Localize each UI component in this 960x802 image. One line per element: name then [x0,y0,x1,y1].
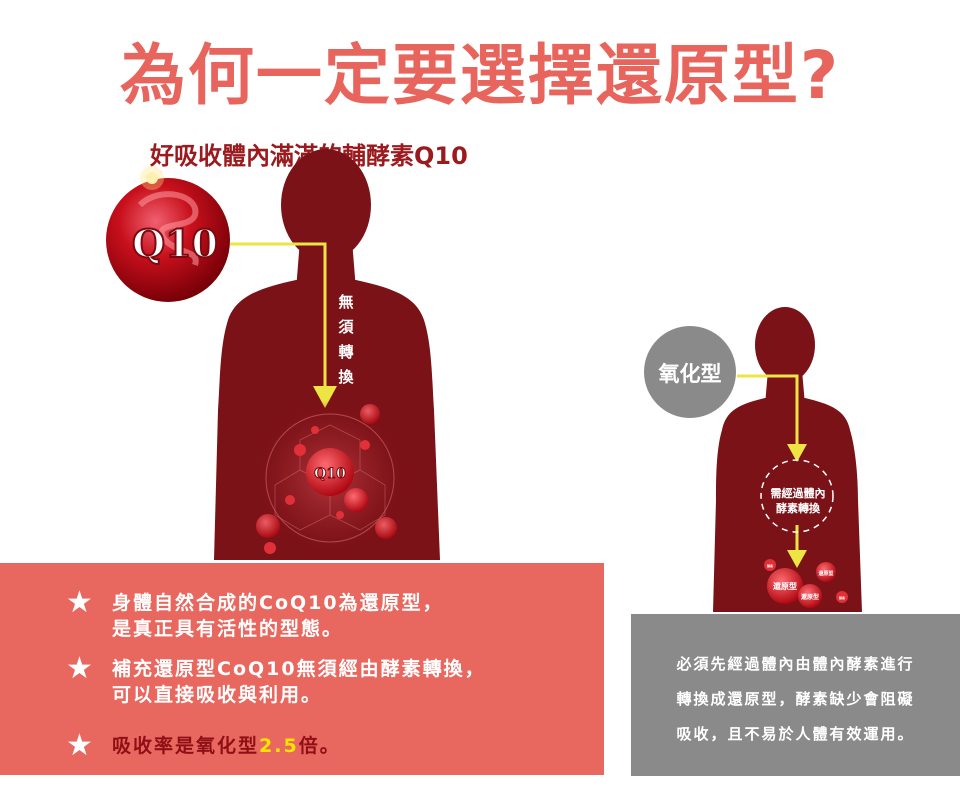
star-icon: ★ [66,585,95,620]
oxidized-circle [644,326,736,418]
oxidized-info-line-3: 吸收，且不易於人體有效運用。 [676,725,915,743]
q10-small-label: Q10 [314,466,346,482]
page-title: 為何一定要選擇還原型? [119,37,841,114]
star-icon: ★ [66,728,95,763]
benefit-2-line-1: 補充還原型CoQ10無須經由酵素轉換， [112,658,486,680]
benefit-1-line-1: 身體自然合成的CoQ10為還原型， [112,592,444,614]
right-arrow [737,374,807,568]
benefits-panel [0,563,604,775]
reduced-label-large: 還原型 [773,581,797,591]
svg-text:無: 無 [338,293,353,311]
svg-text:酵素轉換: 酵素轉換 [776,501,821,515]
q10-ball [106,166,230,302]
enzyme-label: 需經過體內 酵素轉換 [771,486,826,515]
reduced-label-small-2: 還原型 [801,593,819,601]
enzyme-circle [760,459,834,533]
benefit-2-line-2: 可以直接吸收與利用。 [112,684,323,706]
reduced-label-small-1: 還原型 [818,570,833,577]
benefit-item-2: ★ 補充還原型CoQ10無須經由酵素轉換， 可以直接吸收與利用。 [66,651,486,708]
benefit-1-line-2: 是真正具有活性的型態。 [112,618,344,640]
oxidized-info-line-2: 轉換成還原型，酵素缺少會阻礙 [676,690,915,708]
no-conversion-label: 無 須 轉 換 [337,293,354,386]
oxidized-label: 氧化型 [659,362,722,386]
benefit-3-number: 2.5 [259,735,299,757]
benefit-3-prefix: 吸收率是氧化型 [112,735,260,757]
floating-molecules [256,404,397,554]
svg-text:須: 須 [337,318,354,336]
absorption-cell [252,400,408,556]
reduced-molecules [764,559,848,608]
left-arrow [230,242,337,408]
right-body-silhouette [713,307,862,612]
oxidized-info-line-1: 必須先經過體內由體內酵素進行 [676,655,915,673]
q10-label: Q10 [132,221,218,266]
svg-text:需經過體內: 需經過體內 [771,486,826,500]
tiny-label-1: 酵素 [767,563,773,568]
oxidized-info-panel: 必須先經過體內由體內酵素進行 轉換成還原型，酵素缺少會阻礙 吸收，且不易於人體有… [631,614,960,776]
benefit-3-suffix: 倍。 [298,735,341,757]
svg-text:轉: 轉 [338,343,353,361]
benefit-item-3: ★ 吸收率是氧化型2.5倍。 [66,728,341,763]
benefit-item-1: ★ 身體自然合成的CoQ10為還原型， 是真正具有活性的型態。 [66,585,444,642]
svg-text:換: 換 [338,368,354,386]
tiny-label-2: 酵素 [839,595,845,600]
star-icon: ★ [66,651,95,686]
